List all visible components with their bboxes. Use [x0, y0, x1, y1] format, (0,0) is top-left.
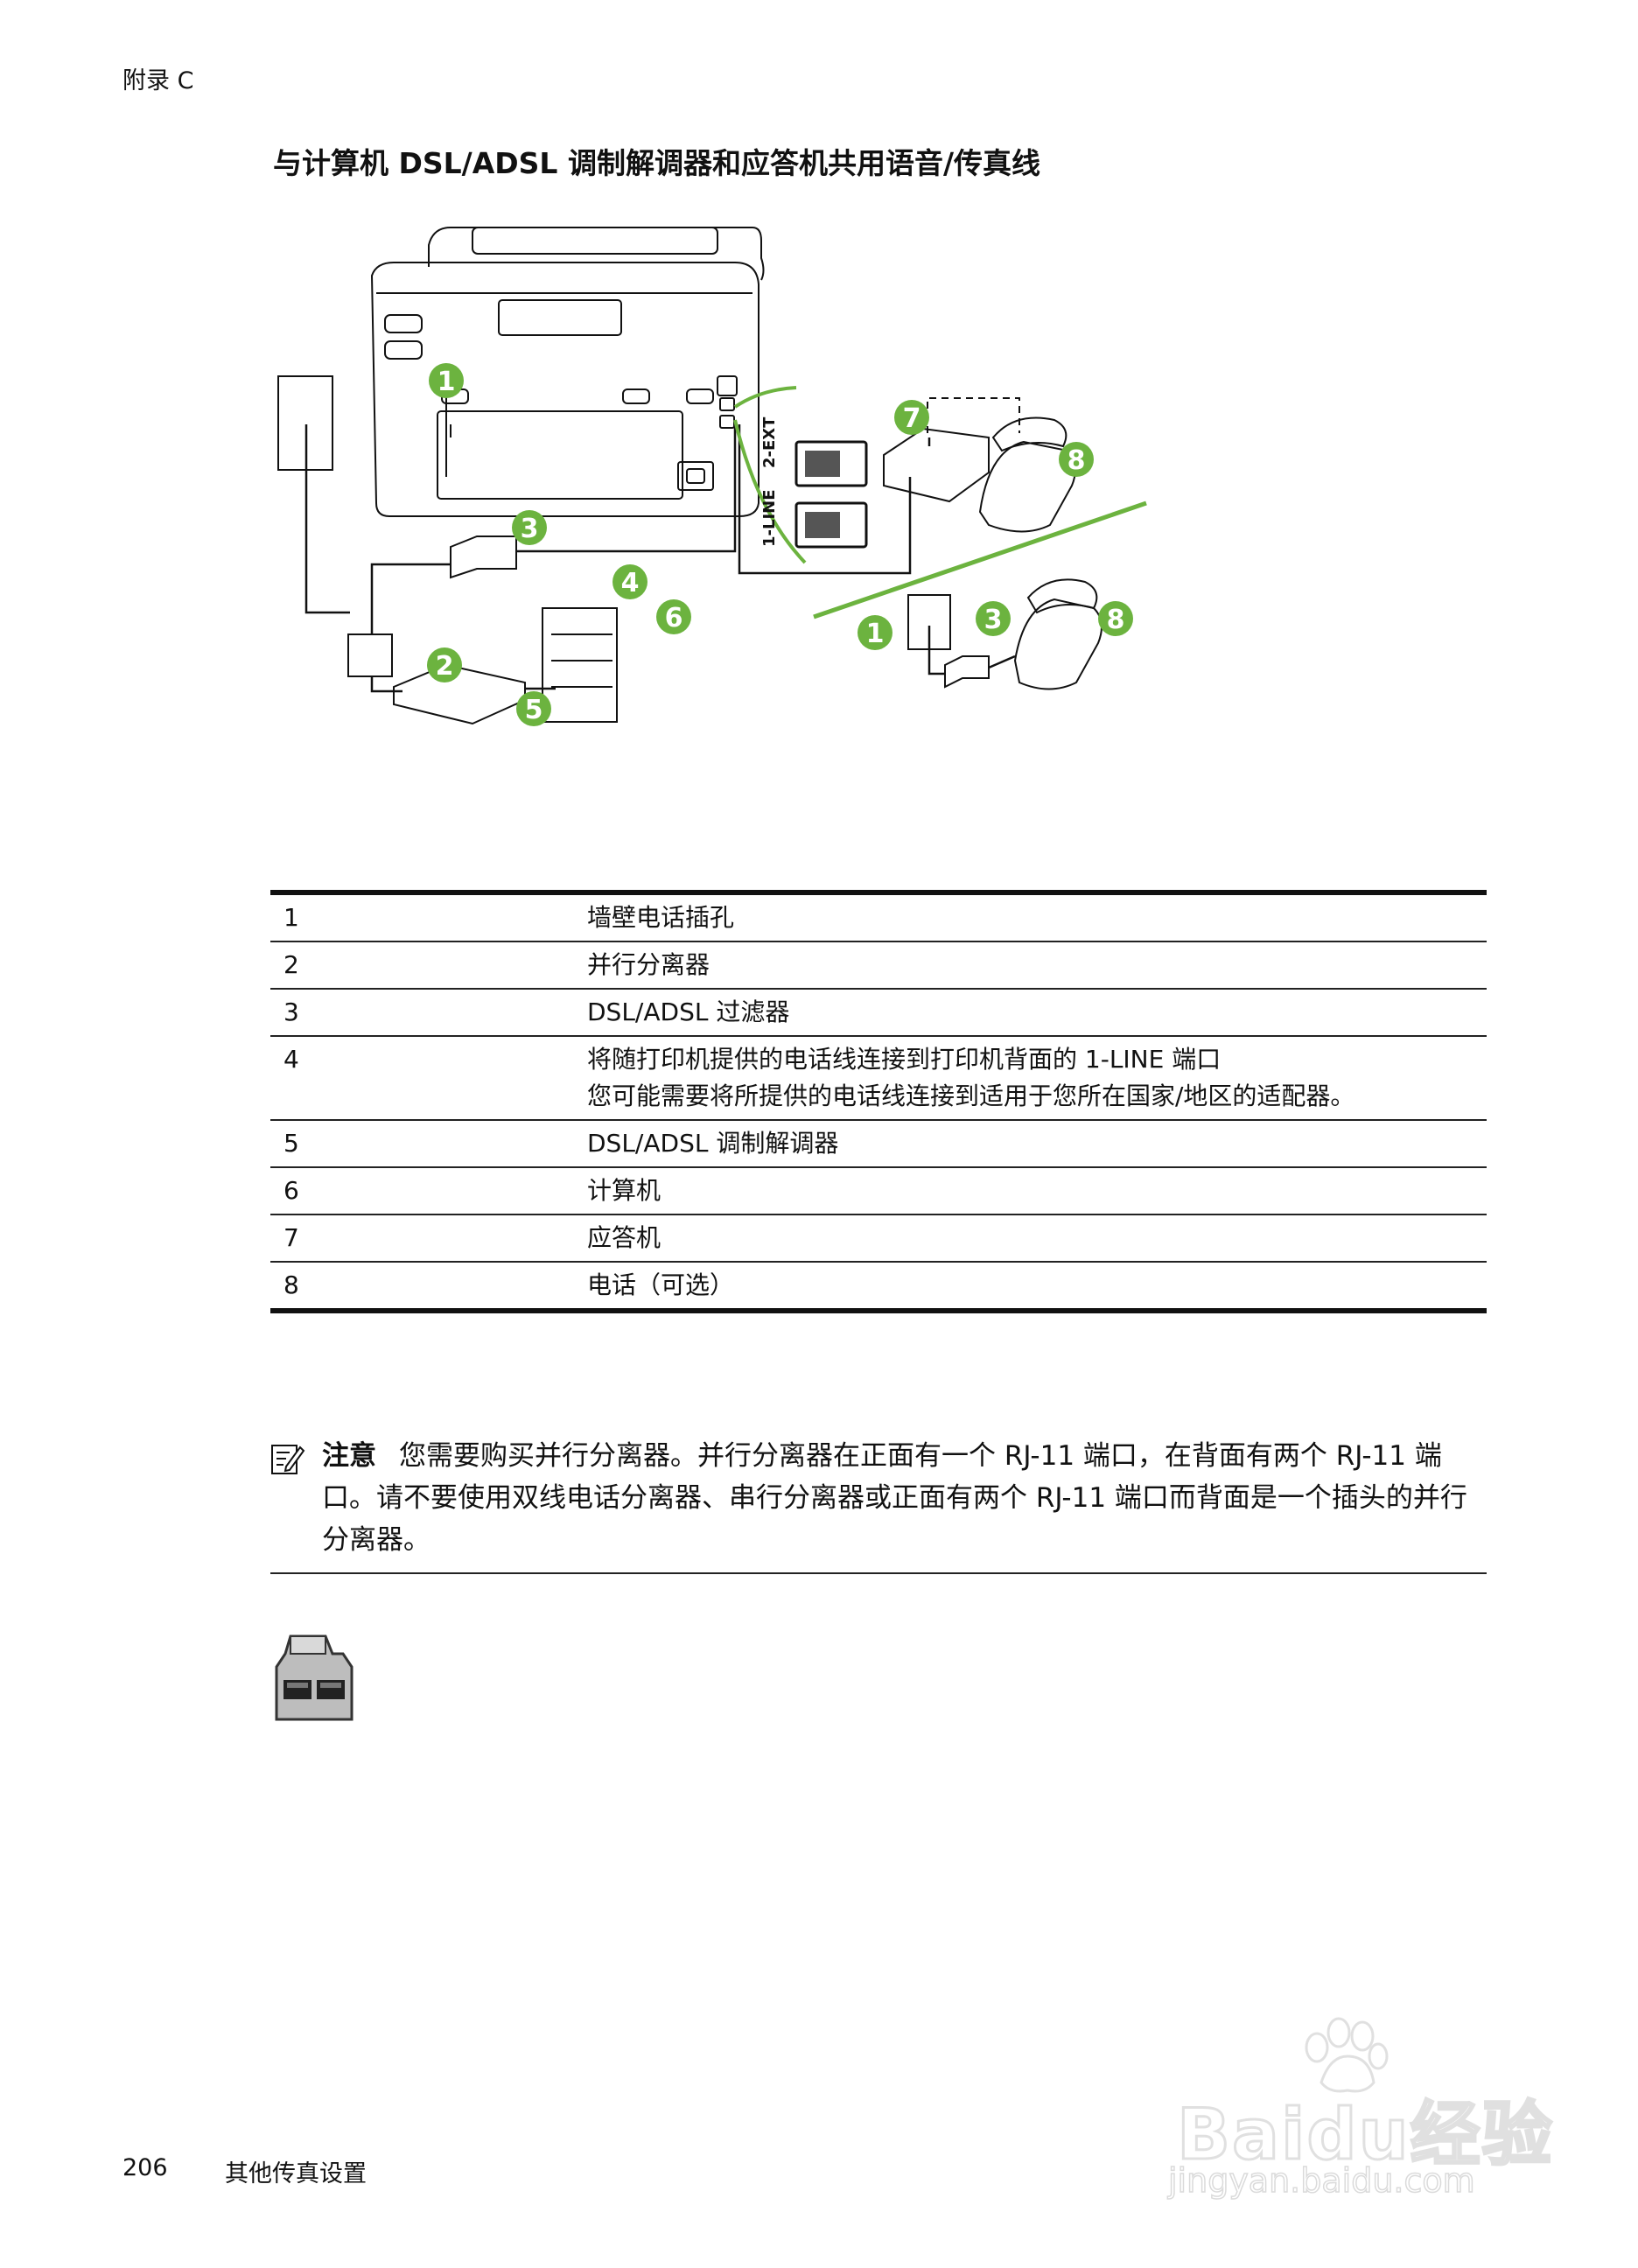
callout-5-label: 5 [525, 695, 543, 725]
computer-tower [542, 607, 618, 723]
callout-2-label: 2 [436, 651, 454, 682]
callout-3-label: 3 [521, 514, 539, 544]
footer-section-title: 其他传真设置 [225, 2160, 367, 2188]
table-row: 2 并行分离器 [270, 942, 1487, 990]
note-text: 注意您需要购买并行分离器。并行分离器在正面有一个 RJ-11 端口，在背面有两个… [322, 1435, 1486, 1561]
table-row: 8 电话（可选） [270, 1262, 1487, 1313]
callout-8 [1059, 442, 1094, 477]
callout-4 [612, 564, 648, 599]
callout-6-label: 6 [665, 603, 683, 634]
watermark-url: jingyan.baidu.com [1167, 2160, 1475, 2201]
callout-5 [516, 691, 551, 726]
legend-text: 并行分离器 [574, 942, 1487, 990]
separator-line [813, 500, 1147, 620]
dsl-filter-left [450, 536, 517, 579]
port-label-ext: 2-EXT [760, 416, 779, 468]
callout-8b-label: 8 [1107, 605, 1125, 635]
fax-setup-diagram: 1-LINE 2-EXT 1 2 3 4 5 6 7 8 1 3 8 [277, 227, 1147, 726]
legend-text-secondary: 您可能需要将所提供的电话线连接到适用于您所在国家/地区的适配器。 [587, 1082, 1355, 1110]
table-row: 1 墙壁电话插孔 [270, 890, 1487, 942]
baidu-watermark: Baidu经验 jingyan.baidu.com [1159, 2017, 1579, 2201]
printer-illustration [370, 227, 765, 517]
legend-num: 4 [270, 1036, 574, 1121]
callout-6 [656, 599, 691, 634]
table-row: 5 DSL/ADSL 调制解调器 [270, 1120, 1487, 1168]
telephone-bottom [1013, 598, 1102, 690]
callout-1-label: 1 [438, 367, 456, 397]
legend-num: 2 [270, 942, 574, 990]
port-zoom-detail: 1-LINE 2-EXT [760, 416, 868, 549]
legend-text: 电话（可选） [574, 1262, 1487, 1313]
callout-7 [894, 400, 929, 435]
parallel-splitter [347, 634, 393, 677]
callout-1b [858, 615, 892, 650]
answering-machine [883, 427, 990, 503]
callout-3b-label: 3 [984, 605, 1003, 635]
legend-num: 7 [270, 1214, 574, 1263]
watermark-brand: Baidu经验 [1176, 2093, 1554, 2177]
legend-text: DSL/ADSL 过滤器 [574, 989, 1487, 1037]
legend-table: 1 墙壁电话插孔 2 并行分离器 3 DSL/ADSL 过滤器 4 将随打印机提… [270, 890, 1487, 1313]
legend-text: 计算机 [574, 1167, 1487, 1215]
callout-2 [427, 648, 462, 682]
table-row: 4 将随打印机提供的电话线连接到打印机背面的 1-LINE 端口 您可能需要将所… [270, 1036, 1487, 1121]
paw-logo-icon [1305, 2017, 1389, 2093]
page-header-label: 附录 C [122, 67, 194, 94]
callout-1b-label: 1 [866, 619, 885, 649]
note-pencil-icon [271, 1445, 305, 1474]
legend-text: DSL/ADSL 调制解调器 [574, 1120, 1487, 1168]
table-row: 3 DSL/ADSL 过滤器 [270, 989, 1487, 1037]
parallel-splitter-image [275, 1634, 354, 1721]
callout-4-label: 4 [621, 568, 640, 598]
table-row: 7 应答机 [270, 1214, 1487, 1263]
note-body: 您需要购买并行分离器。并行分离器在正面有一个 RJ-11 端口，在背面有两个 R… [322, 1440, 1467, 1556]
legend-num: 1 [270, 890, 574, 942]
callout-3 [512, 510, 547, 545]
note-label: 注意 [322, 1440, 376, 1472]
callout-3b [976, 601, 1011, 636]
legend-num: 8 [270, 1262, 574, 1313]
callout-8-label: 8 [1068, 445, 1086, 476]
footer-page-number: 206 [122, 2154, 168, 2181]
dsl-filter-right [944, 655, 990, 689]
legend-text: 将随打印机提供的电话线连接到打印机背面的 1-LINE 端口 您可能需要将所提供… [574, 1036, 1487, 1121]
legend-num: 5 [270, 1120, 574, 1168]
legend-text: 墙壁电话插孔 [574, 890, 1487, 942]
legend-text: 应答机 [574, 1214, 1487, 1263]
callout-8b [1098, 601, 1133, 636]
port-label-line: 1-LINE [760, 489, 779, 547]
callout-1 [429, 363, 464, 398]
table-row: 6 计算机 [270, 1167, 1487, 1215]
note-box: 注意您需要购买并行分离器。并行分离器在正面有一个 RJ-11 端口，在背面有两个… [270, 1435, 1487, 1574]
legend-num: 6 [270, 1167, 574, 1215]
callout-7-label: 7 [903, 403, 921, 434]
legend-num: 3 [270, 989, 574, 1037]
section-title: 与计算机 DSL/ADSL 调制解调器和应答机共用语音/传真线 [273, 146, 1040, 180]
